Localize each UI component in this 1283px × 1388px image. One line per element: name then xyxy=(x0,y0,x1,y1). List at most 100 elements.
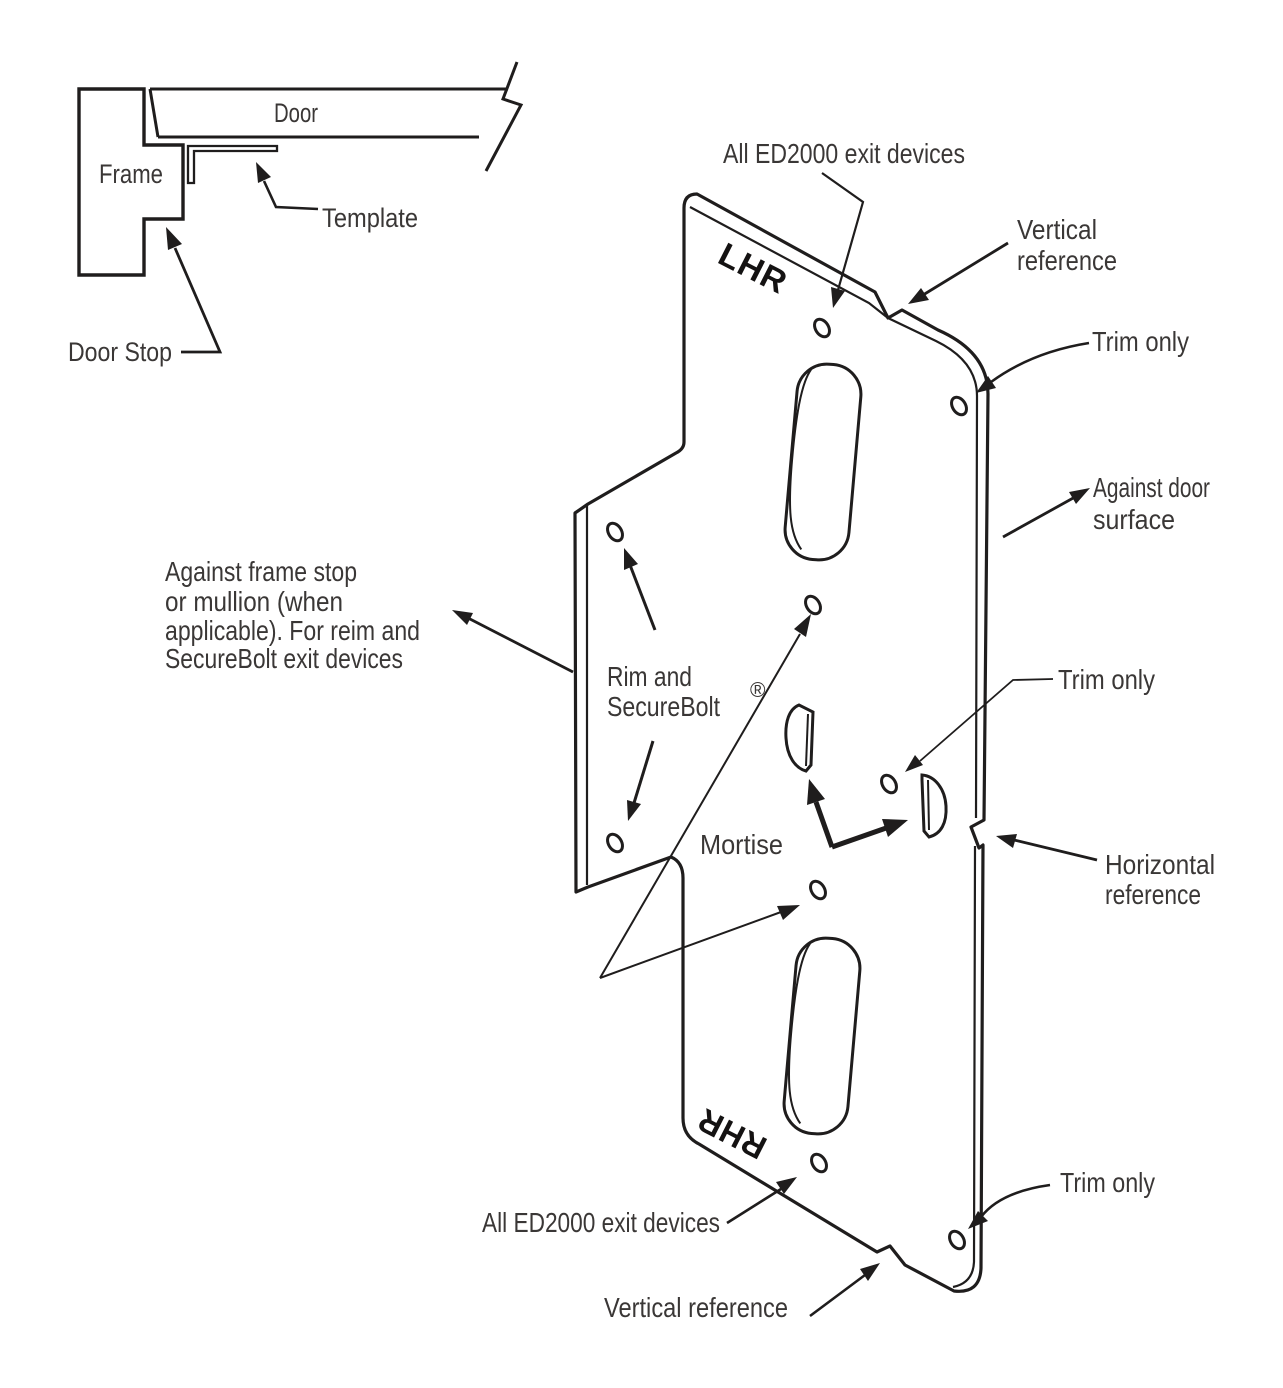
leader-trim-only-bottom xyxy=(968,1183,1051,1229)
arrowhead-icon xyxy=(1069,488,1090,504)
label-all-ed2000-top: All ED2000 exit devices xyxy=(723,138,965,169)
leader-template xyxy=(256,162,319,211)
hole-trim-bottom xyxy=(948,1229,966,1251)
frame-profile-shape xyxy=(77,87,185,277)
hole-center-upper xyxy=(804,594,822,616)
label-template: Template xyxy=(322,203,418,233)
obround-hole-bottom xyxy=(782,936,862,1136)
leader-line xyxy=(813,801,835,848)
leader-line xyxy=(628,564,657,631)
leader-against-door xyxy=(1002,488,1090,539)
leader-center-hole-upper xyxy=(599,614,811,979)
leader-rim-securebolt-upper xyxy=(624,548,657,631)
label-trim-only-mid: Trim only xyxy=(1058,664,1155,695)
plate-marking-rhr: RHR xyxy=(691,1101,772,1167)
leader-all-ed2000-bottom xyxy=(726,1177,797,1225)
hole-top-ed2000 xyxy=(813,317,831,339)
leader-line xyxy=(809,1273,866,1318)
label-door: Door xyxy=(274,98,318,128)
obround-hole-top xyxy=(783,362,863,562)
label-against-frame-line2: or mullion (when xyxy=(165,586,343,617)
leader-line xyxy=(599,911,782,979)
door-break-line xyxy=(484,61,524,172)
leader-line xyxy=(979,1183,1051,1218)
arrowhead-icon xyxy=(860,1263,880,1281)
leader-line xyxy=(1013,838,1098,862)
leader-line xyxy=(467,616,574,674)
arrowhead-icon xyxy=(452,610,473,625)
label-all-ed2000-bottom: All ED2000 exit devices xyxy=(482,1207,720,1238)
obround-outline xyxy=(782,936,862,1136)
leader-mortise-right xyxy=(831,819,908,850)
hole-trim-top xyxy=(950,395,968,417)
arrowhead-icon xyxy=(968,1211,988,1229)
template-plate-drawing: LHR RHR ® xyxy=(573,192,990,1293)
leader-rim-securebolt-lower xyxy=(627,740,655,821)
label-vertical-reference-bottom: Vertical reference xyxy=(604,1292,788,1323)
label-against-frame-line4: SecureBolt exit devices xyxy=(165,643,403,674)
arrowhead-icon xyxy=(908,288,929,304)
arrowhead-icon xyxy=(905,755,923,772)
leader-vertical-reference-bottom xyxy=(809,1263,880,1318)
arrowhead-icon xyxy=(777,905,800,920)
plate-outline xyxy=(573,192,990,1293)
d-hole-inner-line xyxy=(927,779,930,831)
leader-center-hole-lower xyxy=(599,905,800,979)
leader-trim-only-mid xyxy=(905,678,1054,772)
label-trim-only-bottom: Trim only xyxy=(1060,1167,1155,1198)
hole-trim-mid xyxy=(880,773,898,795)
leader-line xyxy=(632,740,655,804)
hole-center-lower xyxy=(809,879,827,901)
label-frame: Frame xyxy=(99,159,163,189)
label-mortise: Mortise xyxy=(700,829,783,860)
leader-line xyxy=(726,1187,782,1225)
obround-outline xyxy=(783,362,863,562)
leader-against-frame xyxy=(452,610,574,674)
arrowhead-icon xyxy=(256,162,271,183)
label-horizontal-reference-line2: reference xyxy=(1105,879,1201,910)
leader-line xyxy=(821,172,865,291)
hole-bottom-ed2000 xyxy=(810,1152,828,1174)
plate-marking-lhr: LHR xyxy=(713,235,794,301)
obround-inner-line xyxy=(788,369,812,551)
registered-mark-icon: ® xyxy=(750,679,766,702)
arrowhead-icon xyxy=(807,779,825,805)
hole-wing-bottom xyxy=(606,832,624,854)
d-hole-outline xyxy=(920,773,948,839)
leader-door-stop xyxy=(166,227,223,354)
arrowhead-icon xyxy=(882,819,908,837)
label-rim-securebolt-line1: Rim and xyxy=(607,661,692,692)
label-against-frame-line3: applicable). For reim and xyxy=(165,615,420,646)
hole-wing-top xyxy=(606,521,624,543)
template-strip-shape xyxy=(186,144,279,185)
label-against-door-line2: surface xyxy=(1093,504,1175,535)
leader-line xyxy=(922,241,1009,297)
small-holes xyxy=(606,317,968,1251)
arrowhead-icon xyxy=(624,548,638,570)
leader-line xyxy=(262,180,319,211)
cross-section-diagram: Frame Door Template Door Stop xyxy=(68,61,524,367)
leader-line xyxy=(173,247,223,354)
label-against-frame-line1: Against frame stop xyxy=(165,556,357,587)
leader-line xyxy=(990,341,1090,384)
leader-mortise-left xyxy=(807,779,835,848)
label-vertical-reference-top-line2: reference xyxy=(1017,245,1117,276)
arrowhead-icon xyxy=(976,376,996,393)
door-profile-shape xyxy=(148,87,508,139)
leader-vertical-reference-top xyxy=(908,241,1009,304)
leader-line xyxy=(919,678,1054,762)
leader-line xyxy=(1002,495,1076,539)
obround-inner-line xyxy=(787,943,811,1125)
leader-horizontal-reference xyxy=(996,834,1098,862)
arrowhead-icon xyxy=(794,614,811,637)
label-horizontal-reference-line1: Horizontal xyxy=(1105,849,1215,880)
d-hole-inner-line xyxy=(805,713,809,767)
label-trim-only-top: Trim only xyxy=(1092,326,1189,357)
plate-thickness-lines xyxy=(585,206,979,1289)
leader-line xyxy=(599,633,801,979)
leader-line xyxy=(831,824,890,850)
leader-trim-only-top xyxy=(976,341,1090,393)
label-door-stop: Door Stop xyxy=(68,337,172,367)
